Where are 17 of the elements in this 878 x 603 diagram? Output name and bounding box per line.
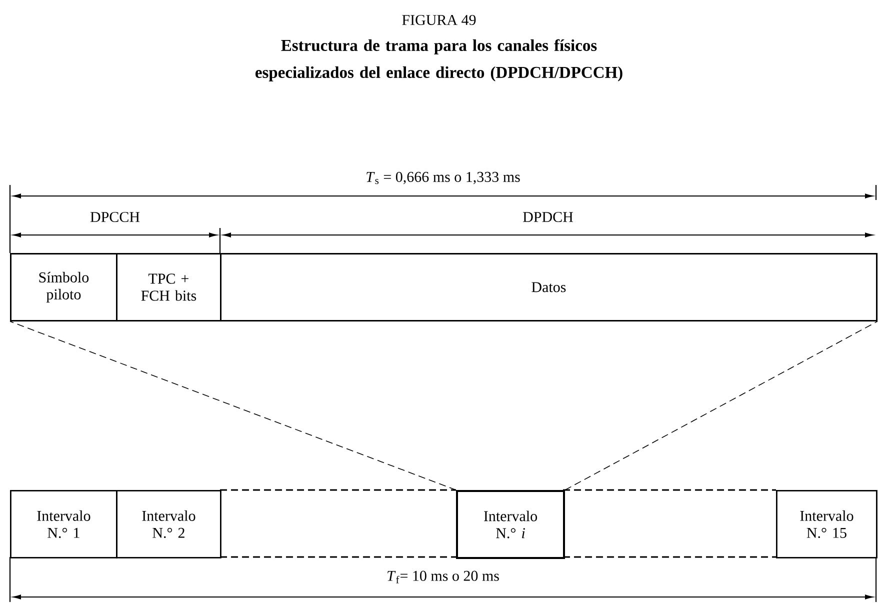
frame-cell: Intervalo N.° 2 — [116, 490, 222, 558]
frame-cell: Símbolo piloto — [10, 253, 118, 322]
frame-cell: Intervalo N.° 1 — [10, 490, 118, 558]
zoom-line — [564, 321, 878, 490]
title: Estructura de trama para los canales físicos especializados del enlace directo (DPDCH/DPCCH) — [256, 39, 622, 82]
dimension-label: DPDCH — [522, 210, 574, 224]
dimension-label: DPCCH — [89, 210, 141, 224]
dimension-label: T$_{f}$= 10 ms o 20 ms — [386, 570, 500, 584]
dimension-label: T$_{s}$ = 0,666 ms o 1,333 ms — [364, 170, 522, 186]
frame-cell: Intervalo N.° 15 — [776, 490, 878, 558]
frame-cell: Intervalo N.° i — [456, 490, 565, 559]
frame-cell: TPC + FCH bits — [116, 253, 222, 322]
zoom-line — [10, 321, 456, 490]
omitted-slots — [219, 489, 457, 558]
frame-cell: Datos — [220, 253, 878, 322]
omitted-slots — [562, 489, 777, 558]
figure-number: FIGURA 49 — [402, 14, 476, 26]
